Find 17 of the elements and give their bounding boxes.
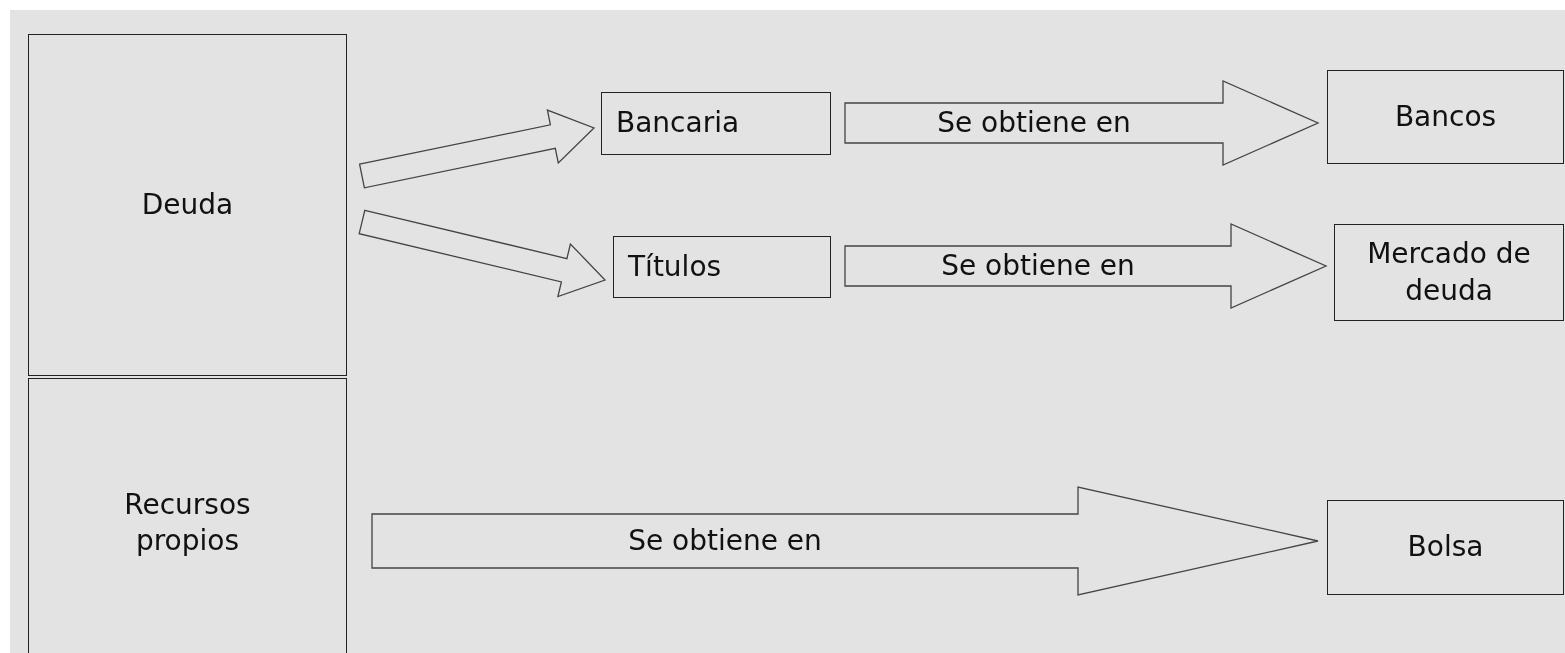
node-label: Bancaria <box>616 105 740 142</box>
block-arrow <box>371 486 1319 596</box>
text-box <box>1334 224 1564 321</box>
node-label: Recursos propios <box>123 486 252 559</box>
text-box <box>1327 70 1564 164</box>
text-box <box>601 92 831 155</box>
node-label: Bolsa <box>1407 529 1484 566</box>
node-label: Deuda <box>141 186 234 223</box>
node-label: Mercado de deuda <box>1366 236 1532 309</box>
text-box <box>28 34 347 376</box>
node-label: Títulos <box>628 248 722 285</box>
block-arrow <box>358 109 596 189</box>
text-box <box>28 378 347 653</box>
node-label: Bancos <box>1394 98 1497 135</box>
text-box <box>1327 500 1564 595</box>
text-box <box>613 236 831 298</box>
block-arrow <box>358 209 607 298</box>
